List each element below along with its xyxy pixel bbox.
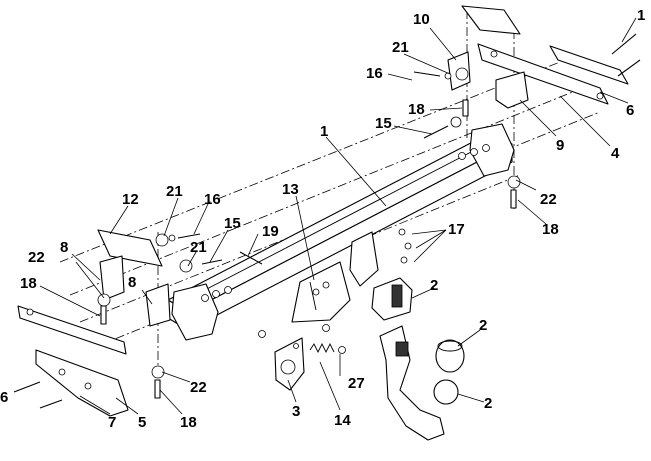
bracket-9 (495, 71, 529, 109)
callout-2-neck: 2 (484, 395, 492, 412)
callout-5: 5 (138, 414, 146, 431)
callout-22-right: 22 (540, 191, 557, 208)
callout-8-center: 8 (128, 274, 136, 291)
callout-1-main: 1 (320, 123, 328, 140)
left-bracket-8 (99, 255, 171, 327)
right-side-plate (477, 43, 629, 105)
callout-6-right: 6 (626, 102, 634, 119)
callout-18-right-top: 18 (408, 101, 425, 118)
callout-17: 17 (448, 221, 465, 238)
electric-socket (371, 277, 413, 321)
leader-lines (39, 17, 637, 415)
callout-22-bottom: 22 (190, 379, 207, 396)
callout-4: 4 (611, 145, 620, 162)
callout-18-bottom: 18 (180, 414, 197, 431)
callout-21-left-bottom: 21 (190, 239, 207, 256)
callout-9: 9 (556, 137, 564, 154)
callout-7: 7 (108, 414, 116, 431)
bolts (13, 33, 641, 409)
socket-plate (274, 337, 305, 391)
left-fixing-plate (35, 349, 129, 417)
callout-21-right: 21 (392, 39, 409, 56)
callout-22-left: 22 (28, 249, 45, 266)
left-bracket-12 (97, 229, 163, 267)
spring (309, 342, 346, 354)
callout-14: 14 (334, 412, 351, 429)
callout-2-cap: 2 (479, 317, 487, 334)
callout-19: 19 (262, 223, 279, 240)
center-bracket (291, 231, 379, 323)
callout-6-left: 6 (0, 389, 8, 406)
callout-13: 13 (282, 181, 299, 198)
callout-8-left: 8 (60, 239, 68, 256)
callout-18-right-bottom: 18 (542, 221, 559, 238)
callouts: 1 1 2 2 2 3 4 5 6 6 7 8 8 9 10 12 13 14 … (0, 7, 645, 431)
callout-3: 3 (292, 403, 300, 420)
tow-ball-neck (379, 325, 459, 441)
callout-27: 27 (348, 375, 365, 392)
tow-ball-cap (435, 339, 465, 373)
crossbar-beam (167, 123, 515, 341)
callout-2-socket: 2 (430, 277, 438, 294)
callout-18-left: 18 (20, 275, 37, 292)
left-side-rail (17, 305, 127, 355)
callout-10: 10 (413, 11, 430, 28)
callout-21-left-top: 21 (166, 183, 183, 200)
callout-15-left: 15 (224, 215, 241, 232)
callout-16-left: 16 (204, 191, 221, 208)
callout-15-right: 15 (375, 115, 392, 132)
callout-16-right: 16 (366, 65, 383, 82)
callout-12: 12 (122, 191, 139, 208)
callout-1-right-bolts: 1 (637, 7, 645, 24)
